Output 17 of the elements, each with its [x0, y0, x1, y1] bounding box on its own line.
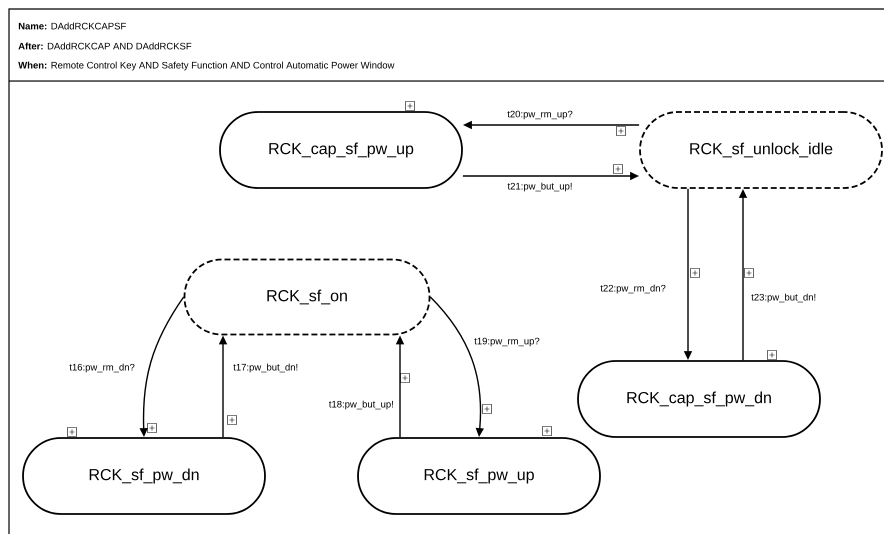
edge-label: t16:pw_rm_dn? — [68, 362, 136, 374]
edge-label: t19:pw_rm_up? — [473, 336, 541, 348]
header-text: After: DAddRCKCAP AND DAddRCKSF — [18, 42, 192, 50]
edge-label: t18:pw_but_up! — [328, 400, 395, 410]
header-text: When: Remote Control Key AND Safety Function AND Control Automatic Power Window — [18, 62, 394, 70]
state-box: RCK_sf_on — [184, 258, 430, 336]
state-box: RCK_sf_unlock_idle — [639, 111, 883, 189]
edge-label: t23:pw_but_dn! — [750, 292, 818, 304]
edge-label: t17:pw_but_dn! — [232, 362, 300, 374]
header-text: Name: DAddRCKCAPSF — [18, 22, 126, 30]
state-box: RCK_sf_pw_dn — [22, 437, 266, 515]
edge-label: t22:pw_rm_dn? — [599, 284, 667, 294]
edge-label: t21:pw_but_up! — [506, 182, 574, 192]
state-box: RCK_sf_pw_up — [357, 437, 601, 515]
state-box: RCK_cap_sf_pw_up — [219, 111, 463, 189]
edge-label: t20:pw_rm_up? — [506, 110, 574, 120]
state-box: RCK_cap_sf_pw_dn — [577, 360, 821, 438]
